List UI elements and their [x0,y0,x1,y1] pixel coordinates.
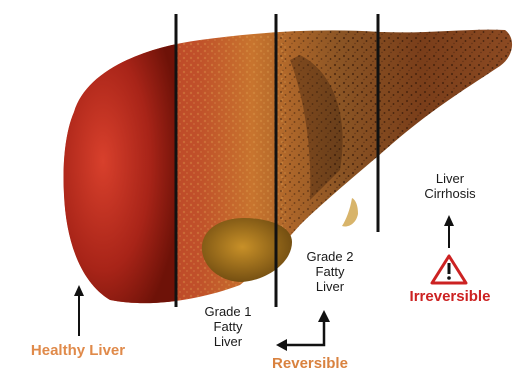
irreversible-label: Irreversible [392,288,508,305]
healthy-liver-label: Healthy Liver [8,342,148,359]
bent-arrow-icon [276,310,330,351]
gallbladder [202,218,292,282]
grade2-fatty-liver-label: Grade 2 Fatty Liver [290,250,370,295]
grade1-fatty-liver-label: Grade 1 Fatty Liver [188,305,268,350]
warning-triangle-icon [432,256,466,283]
healthy-lobe [63,44,176,304]
arrow-up-icon [74,285,84,336]
arrow-up-icon [444,215,454,248]
liver-cirrhosis-label: Liver Cirrhosis [405,172,495,202]
ligament [342,198,358,227]
reversible-label: Reversible [255,355,365,372]
